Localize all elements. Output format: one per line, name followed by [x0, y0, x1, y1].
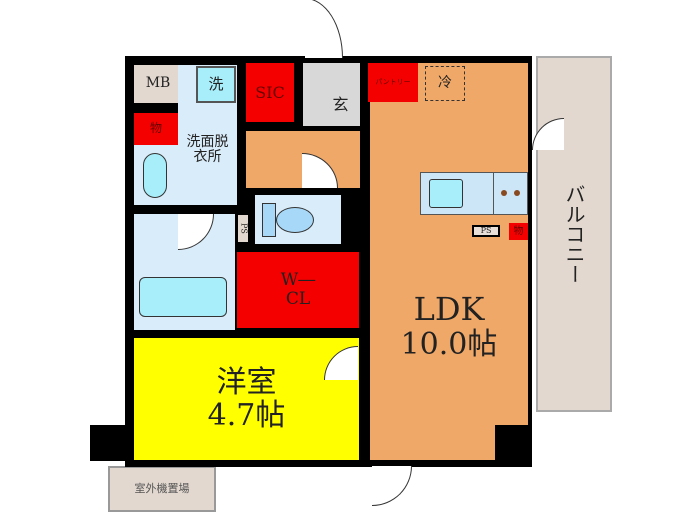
western-room-door[interactable] [324, 346, 358, 380]
vanity [134, 145, 178, 205]
stove-icon [493, 173, 528, 214]
toilet-door[interactable] [302, 153, 338, 188]
storage-2: 物 [509, 223, 528, 240]
wall-protrusion [90, 425, 134, 461]
outdoor-unit-space: 室外機置場 [108, 466, 216, 512]
sink-icon [143, 153, 167, 198]
entrance: 玄 [303, 63, 360, 126]
ldk: LDK 10.0帖 [370, 63, 528, 460]
toilet-tank-icon [262, 203, 276, 237]
kitchen-counter [420, 172, 528, 215]
pantry: パントリー [368, 63, 418, 102]
bathtub-icon [139, 277, 227, 317]
bathroom-door[interactable] [178, 214, 214, 250]
kitchen-sink-icon [429, 179, 463, 208]
entrance-door[interactable] [305, 0, 343, 58]
toilet-bowl-icon [276, 207, 314, 233]
western-room: 洋室 4.7帖 [134, 338, 359, 460]
pipe-space-1: PS [238, 215, 248, 242]
washer-space: 洗 [196, 66, 236, 103]
pipe-space-2: PS [472, 225, 500, 237]
ldk-exit-door[interactable] [372, 466, 412, 506]
column [495, 425, 529, 461]
walk-in-closet: W― CL [237, 252, 359, 328]
room-mb: MB [134, 65, 182, 103]
shoe-closet-sic: SIC [246, 63, 294, 122]
storage-1: 物 [134, 113, 178, 145]
balcony: バルコニー [536, 56, 612, 412]
toilet [255, 195, 341, 244]
hallway [246, 131, 360, 188]
bathroom [134, 214, 235, 330]
fridge-space: 冷 [425, 66, 465, 101]
